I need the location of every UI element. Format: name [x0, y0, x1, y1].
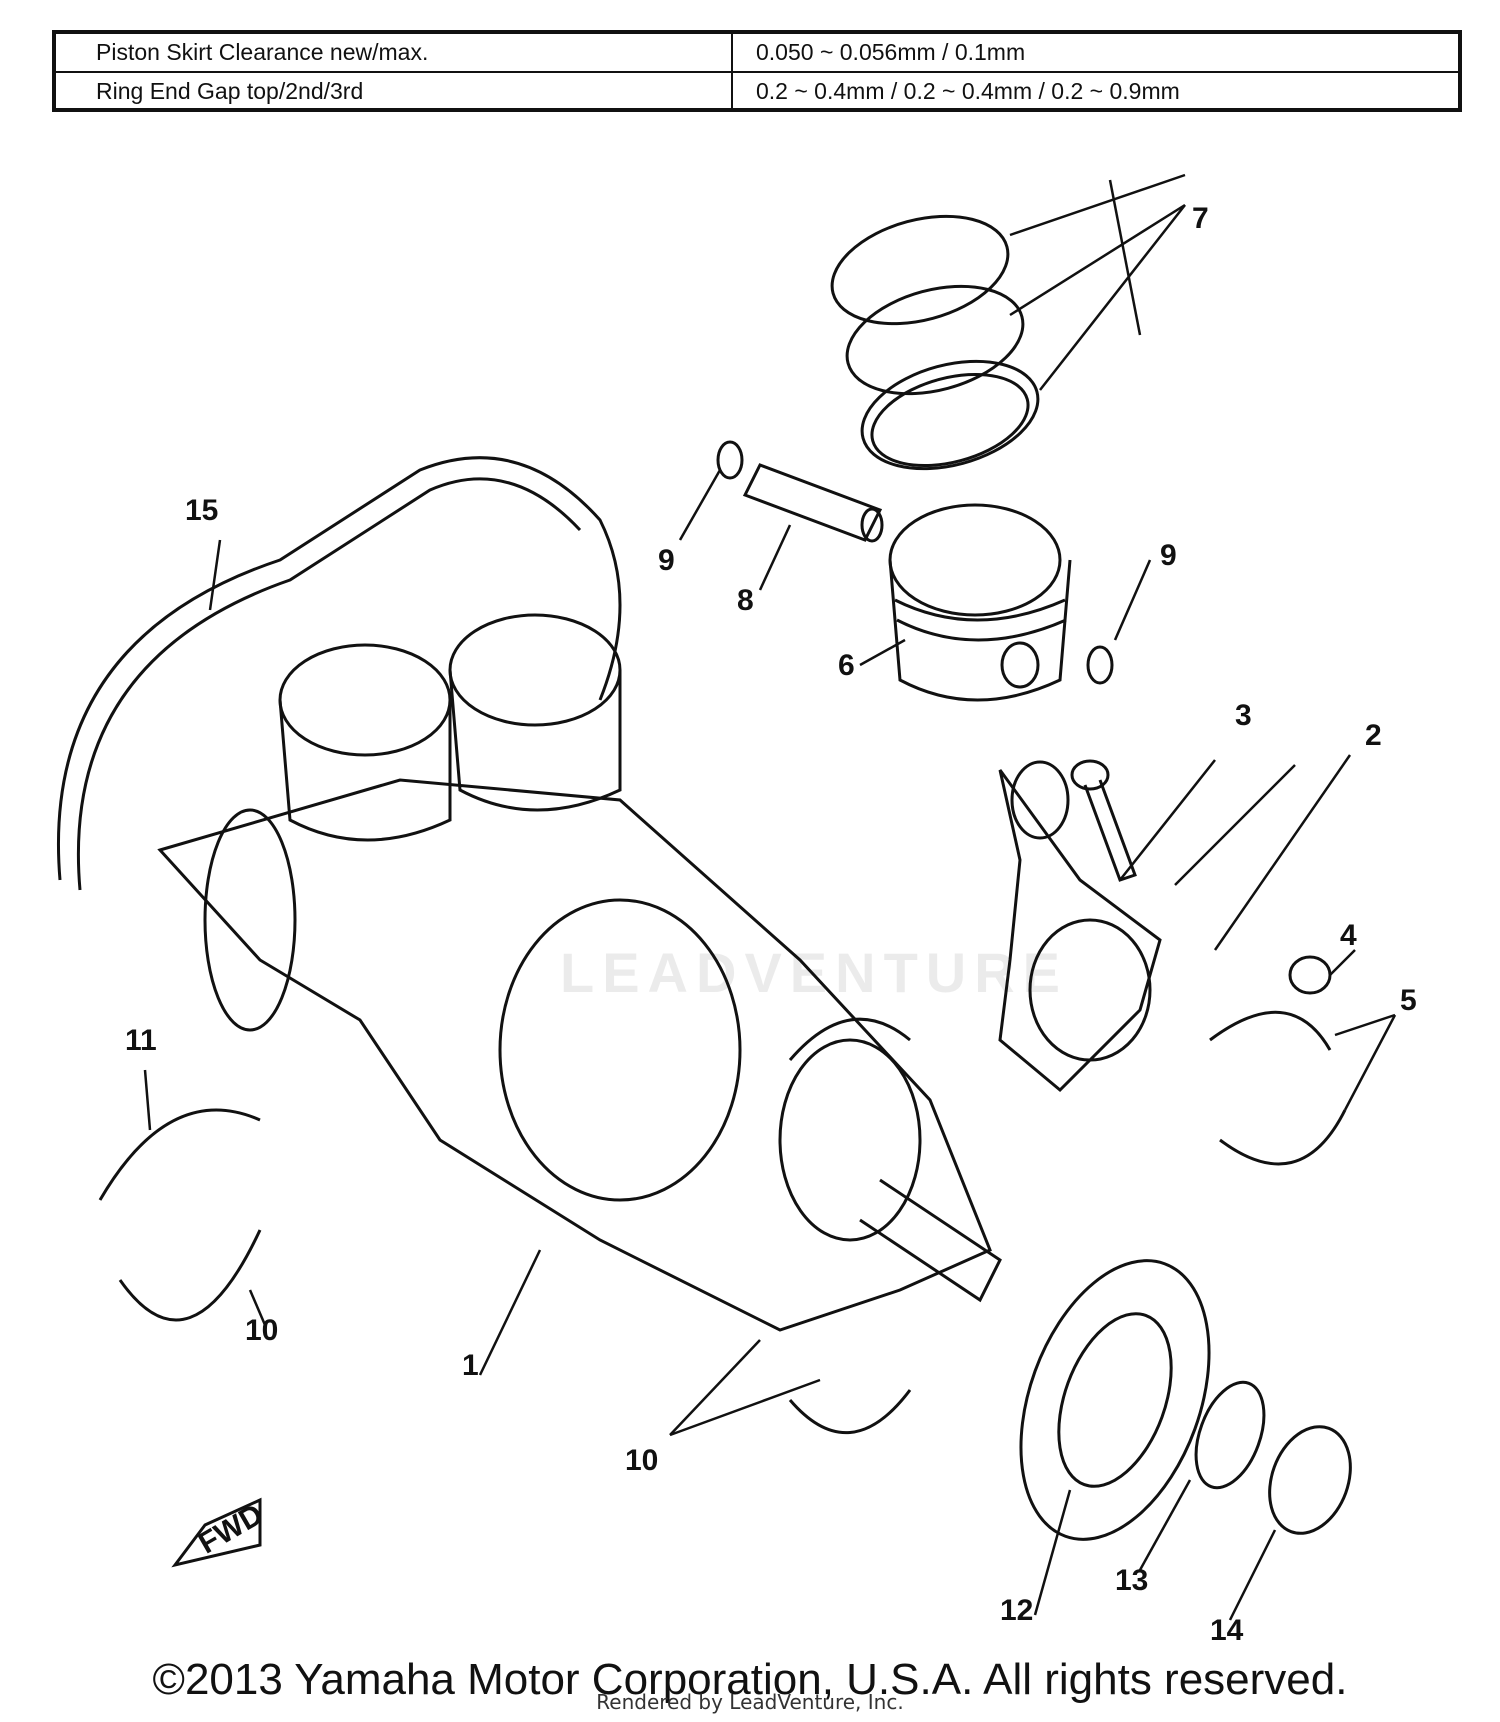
callout-13: 13	[1115, 1564, 1148, 1597]
spec-row: Ring End Gap top/2nd/3rd 0.2 ~ 0.4mm / 0…	[56, 73, 1458, 110]
callout-1: 1	[462, 1349, 479, 1382]
copyright-notice: ©2013 Yamaha Motor Corporation, U.S.A. A…	[152, 1655, 1348, 1704]
spec-table: Piston Skirt Clearance new/max. 0.050 ~ …	[52, 30, 1462, 112]
callout-9a: 9	[658, 544, 675, 577]
callout-11: 11	[125, 1024, 157, 1057]
primary-gear	[1019, 1259, 1211, 1541]
circlip	[716, 440, 744, 480]
washer	[1194, 1380, 1266, 1490]
circlip	[1086, 645, 1114, 685]
rod-nut	[1288, 955, 1332, 995]
callout-6: 6	[838, 649, 855, 682]
rendered-by-note: Rendered by LeadVenture, Inc.	[596, 1690, 904, 1714]
callout-10a: 10	[245, 1314, 278, 1347]
piston-pin	[742, 463, 884, 543]
piston	[888, 503, 1072, 702]
main-bearings	[98, 1017, 912, 1435]
fwd-arrow	[171, 1497, 262, 1568]
crankshaft-piston-diagram: 1 2 3 4 5 6 7 8 9 9 10 10 11 12 13 14 15…	[57, 173, 1417, 1640]
callout-7: 7	[1192, 202, 1209, 235]
connecting-rod	[998, 760, 1162, 1093]
callout-3: 3	[1235, 699, 1252, 732]
callout-9b: 9	[1160, 539, 1177, 572]
rod-bolt	[1070, 759, 1137, 882]
spec-value: 0.050 ~ 0.056mm / 0.1mm	[756, 39, 1026, 65]
spec-label: Ring End Gap top/2nd/3rd	[96, 78, 364, 104]
big-end-bearings	[1209, 1010, 1347, 1166]
spec-label: Piston Skirt Clearance new/max.	[96, 39, 429, 65]
callout-4: 4	[1340, 919, 1357, 952]
callout-10b: 10	[625, 1444, 658, 1477]
callout-15: 15	[185, 494, 218, 527]
crankshaft	[157, 778, 1002, 1332]
callout-14: 14	[1210, 1614, 1244, 1640]
spec-value: 0.2 ~ 0.4mm / 0.2 ~ 0.4mm / 0.2 ~ 0.9mm	[756, 78, 1180, 104]
spec-row: Piston Skirt Clearance new/max. 0.050 ~ …	[56, 34, 1458, 73]
cam-sprocket	[203, 808, 297, 1032]
callout-5: 5	[1400, 984, 1417, 1017]
crank-nut	[1268, 1425, 1352, 1535]
callout-2: 2	[1365, 719, 1382, 752]
piston-rings	[830, 214, 1040, 471]
cam-chain	[57, 456, 622, 881]
callout-12: 12	[1000, 1594, 1033, 1627]
cam-chain	[76, 477, 582, 891]
callout-8: 8	[737, 584, 754, 617]
left-pistons	[278, 613, 622, 842]
